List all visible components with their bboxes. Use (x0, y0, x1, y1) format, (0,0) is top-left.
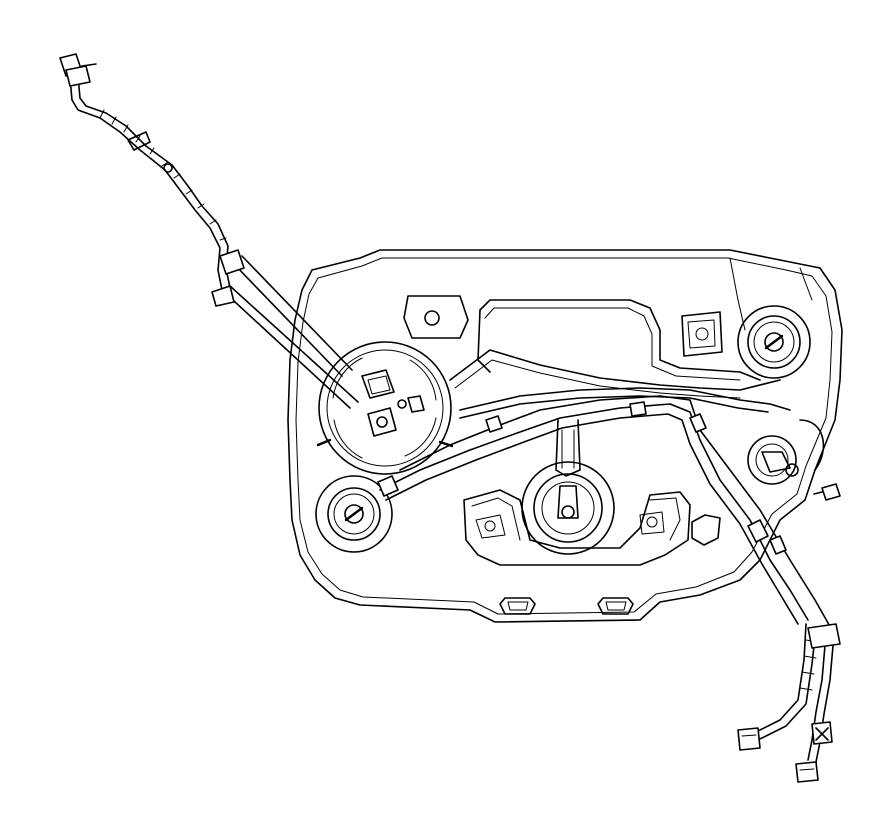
line-clips (377, 401, 787, 555)
fuel-lines (379, 349, 833, 631)
harness-connector-upper-left (59, 53, 97, 87)
module-connector (361, 369, 425, 437)
connector-bottom (795, 761, 819, 783)
vent-valve-upper-right (737, 305, 811, 379)
fuel-tank-shell (287, 249, 843, 623)
lower-center-bracket (463, 489, 721, 566)
level-sensor-left (315, 475, 393, 553)
connector-lower-left (737, 727, 761, 751)
vent-valve-right (747, 419, 841, 501)
wiring-harness (69, 75, 359, 409)
mounting-tab-right (597, 597, 634, 615)
upper-bracket (403, 295, 469, 339)
right-mount-pad (681, 311, 723, 357)
harness-inline-connector (211, 249, 245, 307)
center-sender (521, 419, 615, 555)
mounting-tab-left (499, 597, 536, 615)
connector-lower-right (811, 721, 833, 745)
